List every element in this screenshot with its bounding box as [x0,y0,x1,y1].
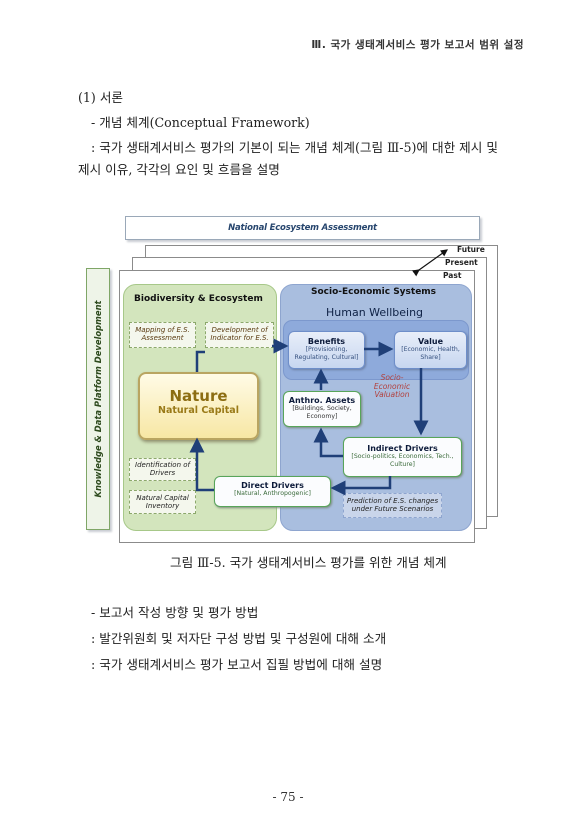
time-arrow [412,249,448,277]
description-line-2: 제시 이유, 각각의 요인 및 흐름을 설명 [78,162,280,177]
indirect-drivers-title: Indirect Drivers [367,444,438,453]
prediction-note: Prediction of E.S. changes under Future … [343,493,442,518]
anthro-assets-box: Anthro. Assets [Buildings, Society, Econ… [283,391,361,427]
development-note: Development of Indicator for E.S. [205,322,274,348]
identification-note-text: Identification of Drivers [135,461,190,477]
benefits-subtitle: [Provisioning, Regulating, Cultural] [294,346,359,361]
direct-drivers-box: Direct Drivers [Natural, Anthropogenic] [214,476,331,507]
present-label: Present [445,258,478,267]
identification-note: Identification of Drivers [129,458,196,481]
human-wellbeing-title: Human Wellbeing [326,306,424,319]
development-note-text: Development of Indicator for E.S. [210,326,269,342]
bullet-conceptual-framework: - 개념 체계(Conceptual Framework) [91,115,310,130]
arrow-nature-up [195,350,205,372]
direct-drivers-title: Direct Drivers [241,481,304,490]
nea-bar-label: National Ecosystem Assessment [228,223,377,233]
biodiversity-title: Biodiversity & Ecosystem [134,294,263,304]
national-ecosystem-assessment-bar: National Ecosystem Assessment [125,216,480,240]
value-box: Value [Economic, Health, Share] [394,331,467,369]
bullet-report-direction: - 보고서 작성 방향 및 평가 방법 [91,605,259,620]
past-label: Past [443,271,462,280]
indirect-drivers-subtitle: [Socio-politics, Economics, Tech., Cultu… [351,453,454,468]
anthro-assets-subtitle: [Buildings, Society, Economy] [292,405,352,420]
natural-capital-subtitle: Natural Capital [158,405,239,416]
direct-drivers-subtitle: [Natural, Anthropogenic] [234,490,311,497]
figure-caption: 그림 Ⅲ-5. 국가 생태계서비스 평가를 위한 개념 체계 [170,555,447,570]
description-committee: : 발간위원회 및 저자단 구성 방법 및 구성원에 대해 소개 [91,631,387,646]
anthro-assets-title: Anthro. Assets [288,396,356,405]
socio-economic-title: Socio-Economic Systems [311,287,437,297]
description-line-1: : 국가 생태계서비스 평가의 기본이 되는 개념 체계(그림 Ⅲ-5)에 대한… [91,140,498,155]
arrow-direct-to-nature [189,437,214,492]
inventory-note-text: Natural Capital Inventory [136,494,189,510]
running-header: Ⅲ. 국가 생태계서비스 평가 보고서 범위 설정 [311,39,524,51]
arrow-indirect-to-anthro [313,427,343,458]
page-number: - 75 - [272,790,304,804]
value-title: Value [417,337,443,346]
arrow-indirect-to-direct [330,476,392,496]
nature-title: Nature [169,387,228,405]
benefits-box: Benefits [Provisioning, Regulating, Cult… [288,331,365,369]
value-subtitle: [Economic, Health, Share] [401,346,460,361]
benefits-title: Benefits [307,337,346,346]
mapping-note-text: Mapping of E.S. Assessment [135,326,190,342]
mapping-note: Mapping of E.S. Assessment [129,322,196,348]
future-label: Future [457,245,485,254]
socio-economic-valuation: Socio-Economic Valuation [373,373,411,399]
description-writing-method: : 국가 생태계서비스 평가 보고서 집필 방법에 대해 설명 [91,657,383,672]
section-heading: (1) 서론 [78,90,124,105]
inventory-note: Natural Capital Inventory [129,490,196,514]
indirect-drivers-box: Indirect Drivers [Socio-politics, Econom… [343,437,462,477]
prediction-note-text: Prediction of E.S. changes under Future … [346,497,439,513]
knowledge-platform-bar: Knowledge & Data Platform Development [86,268,110,530]
